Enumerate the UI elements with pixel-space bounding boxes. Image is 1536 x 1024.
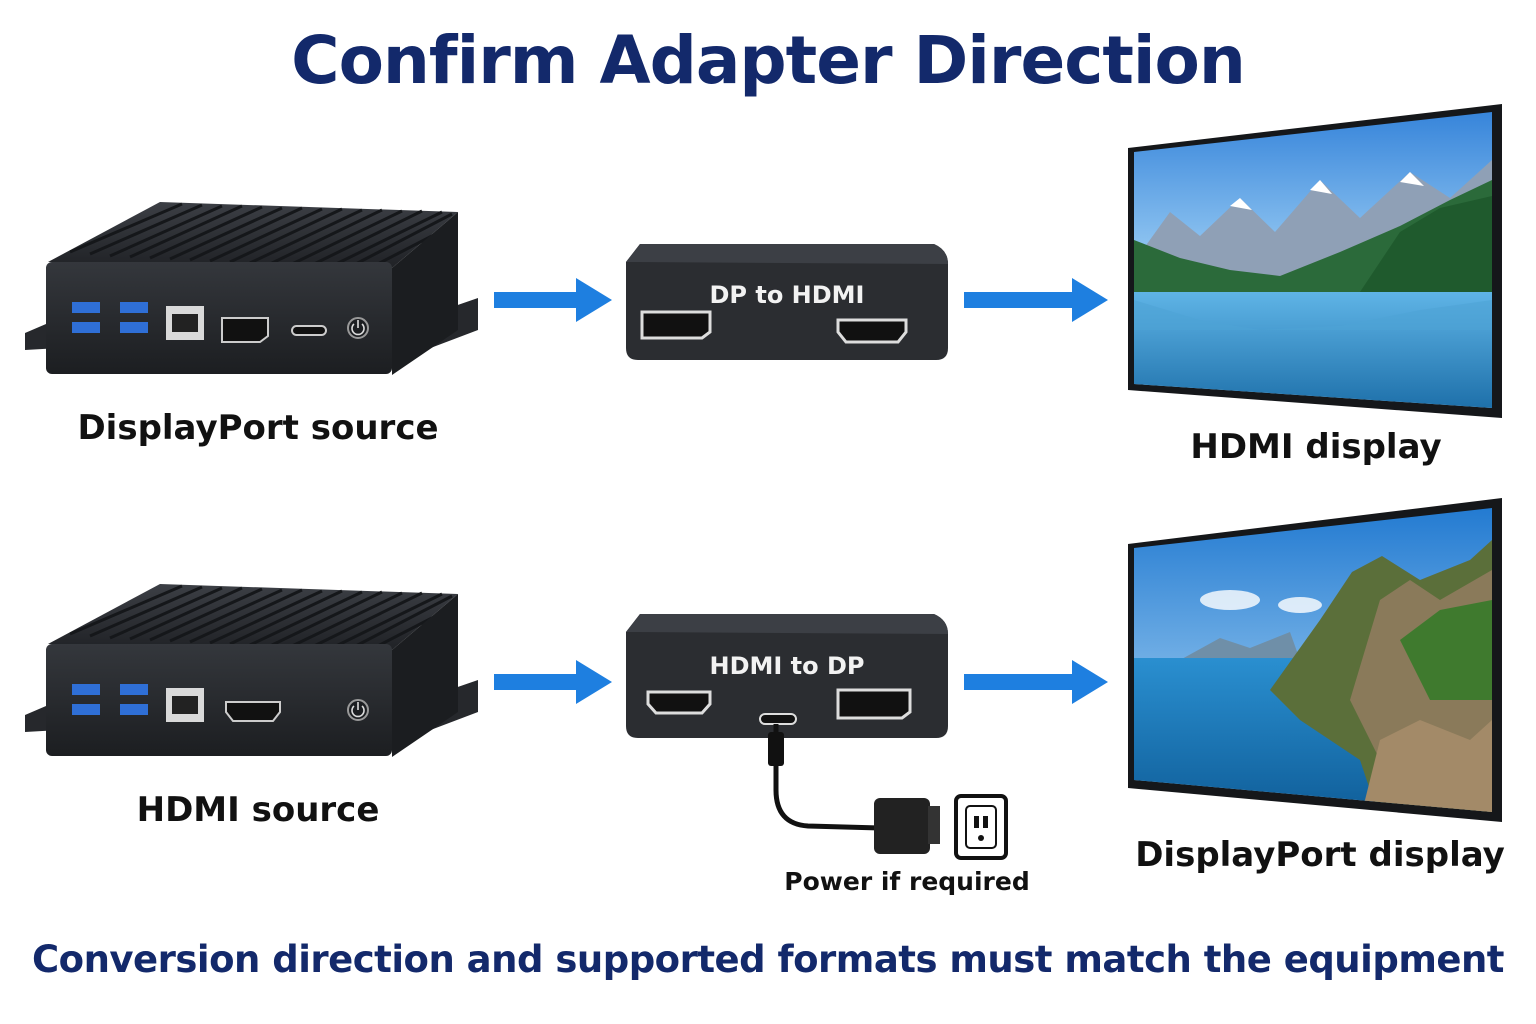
arrow-right-icon	[494, 278, 612, 322]
ethernet-port-icon	[166, 688, 204, 722]
hdmi-to-dp-label: HDMI to DP	[709, 652, 865, 680]
displayport-port-icon	[836, 688, 912, 720]
hdmi-source-device	[25, 584, 478, 757]
arrow-right-icon	[964, 660, 1108, 704]
hdmi-display-label: HDMI display	[1190, 427, 1442, 467]
dp-to-hdmi-label: DP to HDMI	[709, 281, 865, 309]
hdmi-display	[1128, 104, 1502, 418]
hdmi-port-icon	[836, 318, 908, 344]
displayport-display-label: DisplayPort display	[1135, 835, 1505, 875]
usb-c-port-icon	[291, 325, 327, 336]
hdmi-to-dp-adapter	[626, 614, 948, 738]
power-icon	[347, 317, 369, 339]
hdmi-port-icon	[646, 690, 712, 715]
power-cable	[768, 724, 940, 854]
dp-to-hdmi-adapter	[626, 244, 948, 360]
page-title: Confirm Adapter Direction	[291, 22, 1246, 99]
usb-port-icon	[72, 684, 148, 715]
footer-note: Conversion direction and supported forma…	[32, 938, 1505, 981]
power-if-required-label: Power if required	[784, 867, 1030, 896]
displayport-source-label: DisplayPort source	[77, 408, 439, 448]
hdmi-port-icon	[225, 701, 281, 722]
power-icon	[347, 699, 369, 721]
usb-c-port-icon	[759, 713, 797, 725]
displayport-port-icon	[640, 310, 712, 340]
displayport-port-icon	[221, 317, 269, 343]
arrow-right-icon	[964, 278, 1108, 322]
hdmi-source-label: HDMI source	[136, 790, 380, 830]
outlet-icon	[954, 794, 1008, 860]
displayport-source-device	[25, 202, 478, 375]
usb-port-icon	[72, 302, 148, 333]
ethernet-port-icon	[166, 306, 204, 340]
displayport-display	[1128, 498, 1502, 822]
arrow-right-icon	[494, 660, 612, 704]
